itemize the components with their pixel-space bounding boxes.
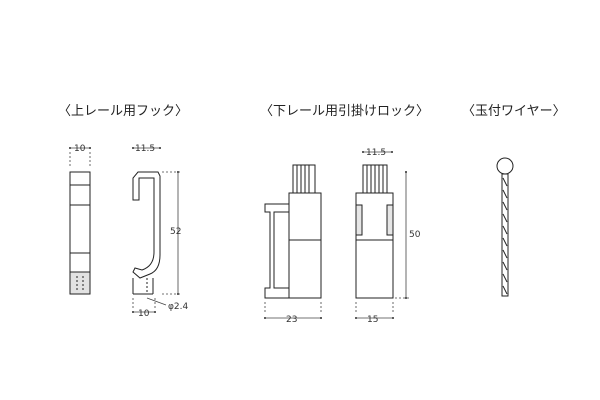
hook-front-view [69,171,91,295]
dim-label-hook-height: 52 [170,227,181,237]
dim-label-lock-height: 50 [409,230,421,240]
lock-side-view [264,164,322,299]
dim-label-lock-front-width: 15 [367,315,378,325]
dim-lock-front-width [354,302,395,320]
title-ball-wire: 〈玉付ワイヤー〉 [462,104,566,119]
dim-label-hook-front-width: 10 [74,144,86,154]
dim-label-lock-side-width: 23 [286,315,297,325]
ball-wire [496,157,514,297]
dim-lock-height [395,170,410,300]
title-lower-rail-lock: 〈下レール用引掛けロック〉 [260,104,430,119]
dim-hook-bottom-width [131,297,167,314]
dim-label-lock-front-top: 11.5 [366,148,386,158]
dim-label-hook-side-width: 11.5 [135,144,155,154]
hook-side-view [132,171,161,295]
dim-lock-side-width [263,302,323,320]
dim-label-hook-bottom-width: 10 [138,309,150,319]
dim-label-hook-hole: φ2.4 [168,302,189,312]
dim-hook-front-width [68,146,92,168]
title-upper-rail-hook: 〈上レール用フック〉 [58,104,189,119]
dim-hook-height [162,170,182,296]
lock-front-view [355,164,394,299]
